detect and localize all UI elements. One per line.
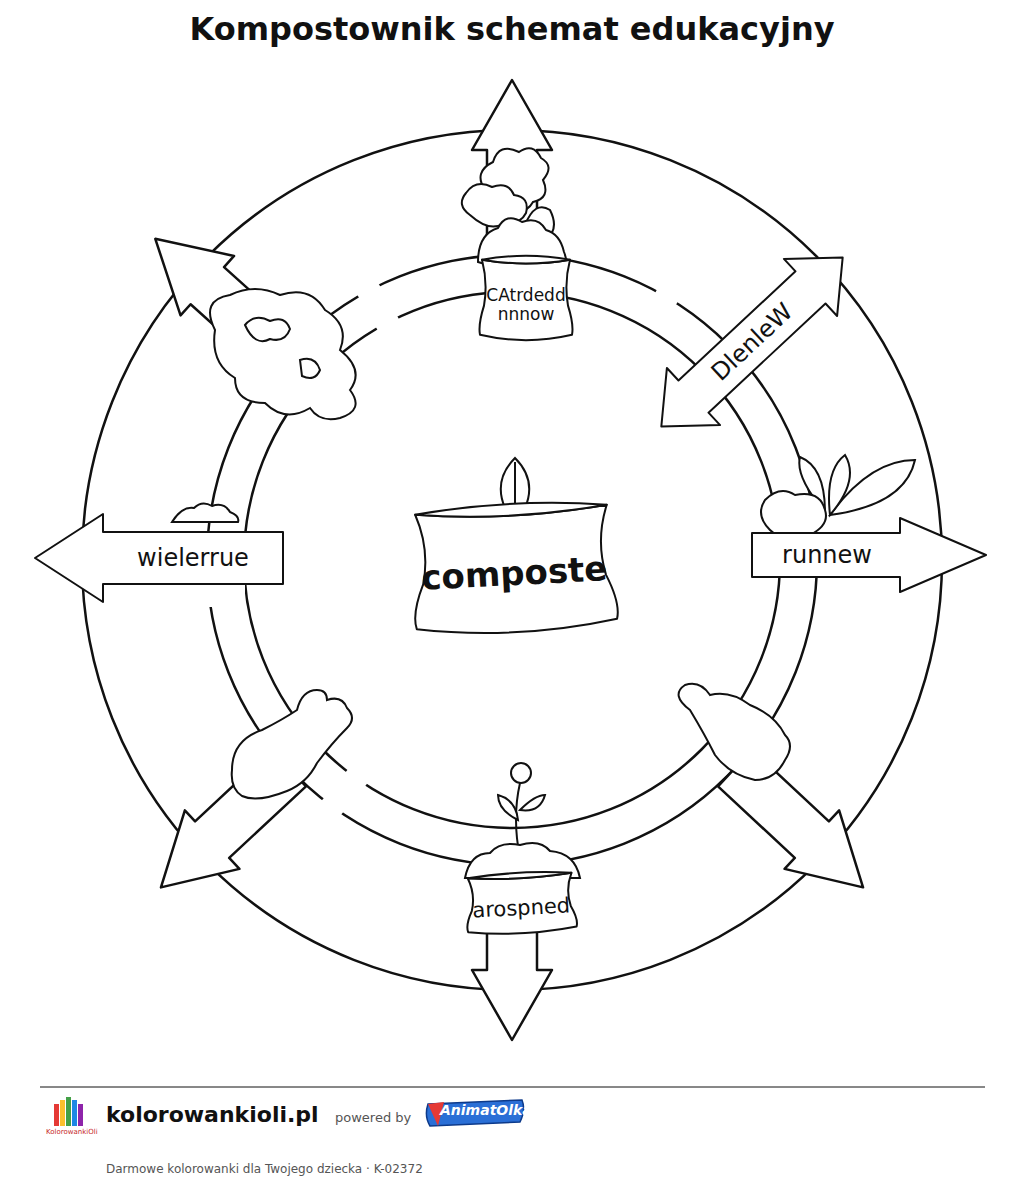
site-logo — [54, 1097, 83, 1126]
text-area: wielerrue — [105, 532, 281, 584]
compost-heap — [462, 148, 567, 273]
node-label: arospned — [472, 895, 571, 923]
footer-rule — [40, 1087, 985, 1088]
node-label: runnew — [782, 542, 872, 568]
hand — [232, 684, 790, 799]
node-label: CAtrdedd nnnow — [480, 286, 572, 323]
title: Kompostownik schemat edukacyjny — [0, 10, 1024, 48]
node-label: composte — [420, 550, 608, 597]
text-area: DlenleW — [679, 272, 825, 412]
node-label: wielerrue — [137, 545, 249, 571]
sprout — [465, 763, 580, 878]
bin-node: CAtrdedd nnnow — [476, 252, 576, 344]
site-name: kolorowankioli.pl — [106, 1102, 319, 1127]
waste-bag — [210, 289, 356, 419]
text-area: arospned — [465, 885, 577, 933]
text-area: runnew — [754, 533, 900, 577]
bin-node: arospned — [460, 867, 581, 939]
brand-name: AnimatOlka — [440, 1102, 532, 1118]
leaves — [761, 455, 915, 539]
arrow-node: runnew — [750, 516, 988, 594]
compost-bin: composte — [401, 492, 626, 643]
logo-text: KolorowankiOli — [46, 1128, 98, 1136]
arrow-node: wielerrue — [33, 512, 285, 604]
footer-note: Darmowe kolorowanki dla Twojego dziecka … — [106, 1162, 423, 1176]
text-area: CAtrdedd nnnow — [480, 274, 572, 336]
text-area: composte — [411, 519, 618, 629]
gravel — [172, 503, 238, 522]
outer-ring — [82, 130, 942, 990]
powered-by: powered by — [335, 1110, 411, 1125]
